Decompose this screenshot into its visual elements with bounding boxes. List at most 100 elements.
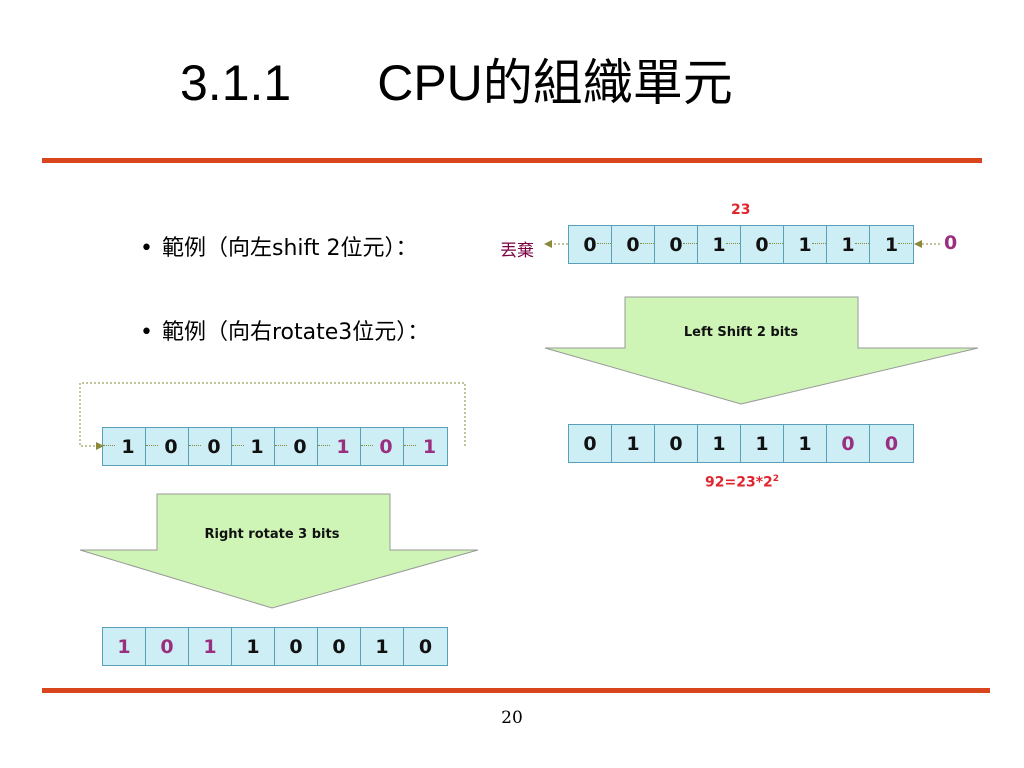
bit-value: 0 [841, 432, 855, 455]
shift-after-bit: 0 [569, 425, 612, 462]
rotate-after-bit: 1 [189, 628, 232, 665]
shift-right-arrow [146, 445, 158, 446]
shift-right-arrow [404, 445, 416, 446]
rotate-loop-head [96, 442, 104, 450]
shift-left-arrow [640, 243, 654, 244]
result-92-exp: 2 [772, 474, 780, 484]
shift-right-arrow [275, 445, 287, 446]
bit-value: 1 [798, 233, 812, 256]
shift-after-bit: 0 [655, 425, 698, 462]
shift-after-register: 0 1 0 1 1 1 0 0 [568, 424, 914, 463]
bit-value: 0 [626, 233, 640, 256]
rotate-after-bit: 1 [232, 628, 275, 665]
rotate-after-bit: 0 [146, 628, 189, 665]
shift-after-bit: 1 [784, 425, 827, 462]
bit-value: 1 [798, 432, 812, 455]
discard-arrow-head [544, 240, 552, 248]
rotate-before-bit: 1 [318, 428, 361, 465]
bit-value: 1 [203, 635, 217, 658]
shift-left-arrow [726, 243, 740, 244]
shift-right-arrow [361, 445, 373, 446]
bit-value: 0 [289, 635, 303, 658]
bit-value: 1 [117, 635, 131, 658]
bit-value: 1 [712, 432, 726, 455]
shift-input-bit: 0 [944, 232, 958, 254]
left-shift-arrow-text: Left Shift 2 bits [684, 325, 799, 340]
rotate-before-bit: 0 [189, 428, 232, 465]
section-title: CPU的組織單元 [377, 55, 733, 111]
bit-value: 1 [422, 435, 437, 458]
value-23-label: 23 [731, 202, 751, 218]
bit-value: 1 [336, 435, 350, 458]
shift-before-bit: 1 [698, 226, 741, 263]
bit-value: 1 [246, 635, 260, 658]
bit-value: 1 [375, 635, 389, 658]
rotate-before-bit: 0 [361, 428, 404, 465]
bit-value: 0 [583, 233, 597, 256]
shift-before-register: 0 0 0 1 0 1 1 1 [568, 225, 914, 264]
shift-after-bit: 0 [870, 425, 913, 462]
bit-value: 1 [884, 233, 899, 256]
bit-value: 1 [250, 435, 264, 458]
result-92-label: 92=23*22 [705, 474, 779, 491]
rotate-after-bit: 0 [275, 628, 318, 665]
input-arrow-head [914, 240, 922, 248]
bit-value: 0 [293, 435, 307, 458]
rotate-after-bit: 1 [361, 628, 404, 665]
shift-before-bit: 1 [784, 226, 827, 263]
bit-value: 1 [755, 432, 769, 455]
rotate-loop-line [79, 382, 466, 447]
bit-value: 0 [332, 635, 346, 658]
rotate-after-bit: 0 [404, 628, 447, 665]
bit-value: 0 [164, 435, 178, 458]
bullet-shift: •範例（向左shift 2位元）： [140, 236, 418, 261]
bit-value: 1 [121, 435, 135, 458]
rotate-before-bit: 0 [275, 428, 318, 465]
shift-before-bit: 1 [827, 226, 870, 263]
bit-value: 0 [207, 435, 221, 458]
shift-before-bit: 1 [870, 226, 913, 263]
bit-value: 0 [669, 233, 683, 256]
left-shift-arrow [544, 296, 979, 405]
bullet-rotate: •範例（向右rotate3位元）： [140, 320, 430, 345]
shift-after-bit: 1 [741, 425, 784, 462]
shift-right-arrow [232, 445, 244, 446]
shift-left-arrow [898, 243, 912, 244]
bottom-rule [42, 688, 990, 693]
shift-left-arrow [855, 243, 869, 244]
rotate-after-register: 1 0 1 1 0 0 1 0 [102, 627, 448, 666]
shift-left-arrow [769, 243, 783, 244]
bit-value: 1 [626, 432, 640, 455]
shift-after-bit: 1 [612, 425, 655, 462]
rotate-after-bit: 1 [103, 628, 146, 665]
discard-label: 丟棄 [500, 241, 534, 261]
top-rule [42, 158, 982, 163]
bit-value: 1 [841, 233, 855, 256]
page-number: 20 [501, 708, 523, 728]
bit-value: 1 [712, 233, 726, 256]
right-rotate-arrow [79, 493, 479, 609]
rotate-after-bit: 0 [318, 628, 361, 665]
bullet-rotate-text: 範例（向右rotate3位元）： [162, 320, 430, 345]
result-92-base: 92=23*2 [705, 474, 773, 491]
bit-value: 0 [379, 435, 393, 458]
shift-left-arrow [597, 243, 611, 244]
bit-value: 0 [583, 432, 597, 455]
shift-right-arrow [103, 445, 115, 446]
rotate-before-bit: 1 [404, 428, 447, 465]
bit-value: 0 [160, 635, 174, 658]
shift-left-arrow [683, 243, 697, 244]
shift-before-bit: 0 [612, 226, 655, 263]
bit-value: 0 [418, 635, 433, 658]
shift-after-bit: 1 [698, 425, 741, 462]
shift-before-bit: 0 [655, 226, 698, 263]
rotate-before-register: 1 0 0 1 0 1 0 1 [102, 427, 448, 466]
rotate-before-bit: 1 [103, 428, 146, 465]
shift-before-bit: 0 [741, 226, 784, 263]
bit-value: 0 [755, 233, 769, 256]
shift-after-bit: 0 [827, 425, 870, 462]
bit-value: 0 [884, 432, 899, 455]
bit-value: 0 [669, 432, 683, 455]
